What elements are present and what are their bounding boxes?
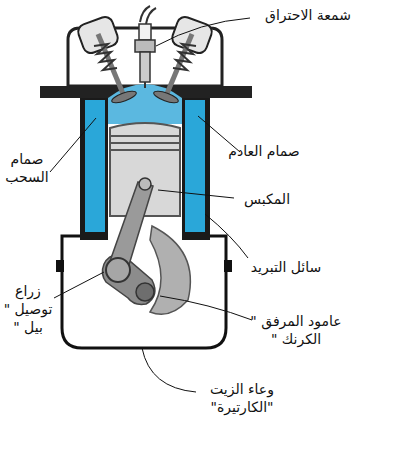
- valve-head: [152, 89, 179, 105]
- leader-line: [156, 18, 250, 46]
- piston-ring: [110, 149, 180, 151]
- part-label: سائل التبريد: [236, 258, 336, 276]
- leader-line: [158, 190, 234, 198]
- part-label: صمام العادم: [214, 142, 314, 160]
- plug-insulator: [139, 24, 151, 40]
- block-bolt: [56, 260, 64, 272]
- piston-ring: [110, 135, 180, 137]
- block-bolt: [224, 260, 232, 272]
- crank-pin: [106, 258, 130, 282]
- plug-wire: [140, 6, 156, 24]
- counterweight: [150, 226, 190, 314]
- crankcase-outline: [62, 236, 226, 348]
- leader-line: [50, 118, 96, 172]
- valve-spring: [173, 44, 196, 70]
- connecting-rod: [109, 182, 153, 268]
- part-label: عامود المرفق " الكرنك ": [246, 312, 346, 348]
- main-journal: [136, 283, 154, 301]
- piston-ring: [110, 142, 180, 144]
- part-label: وعاء الزيت "الكارتيرة": [196, 380, 288, 416]
- leader-line: [205, 214, 248, 258]
- plug-electrode: [144, 82, 146, 88]
- piston-pin: [139, 178, 151, 190]
- valve-stem: [98, 34, 124, 96]
- leader-line: [54, 272, 104, 298]
- valve-head: [110, 89, 137, 105]
- plug-hex: [135, 40, 155, 52]
- valve-stem: [166, 34, 192, 96]
- part-label: زراع توصيل " بيل ": [2, 282, 54, 337]
- part-label: المكبس: [232, 190, 302, 208]
- leader-line: [142, 348, 196, 392]
- part-label: صمام السحب: [2, 150, 52, 186]
- plug-body: [140, 52, 150, 82]
- leader-line: [160, 296, 252, 320]
- valve-spring: [94, 44, 117, 70]
- part-label: شمعة الاحتراق: [248, 6, 368, 24]
